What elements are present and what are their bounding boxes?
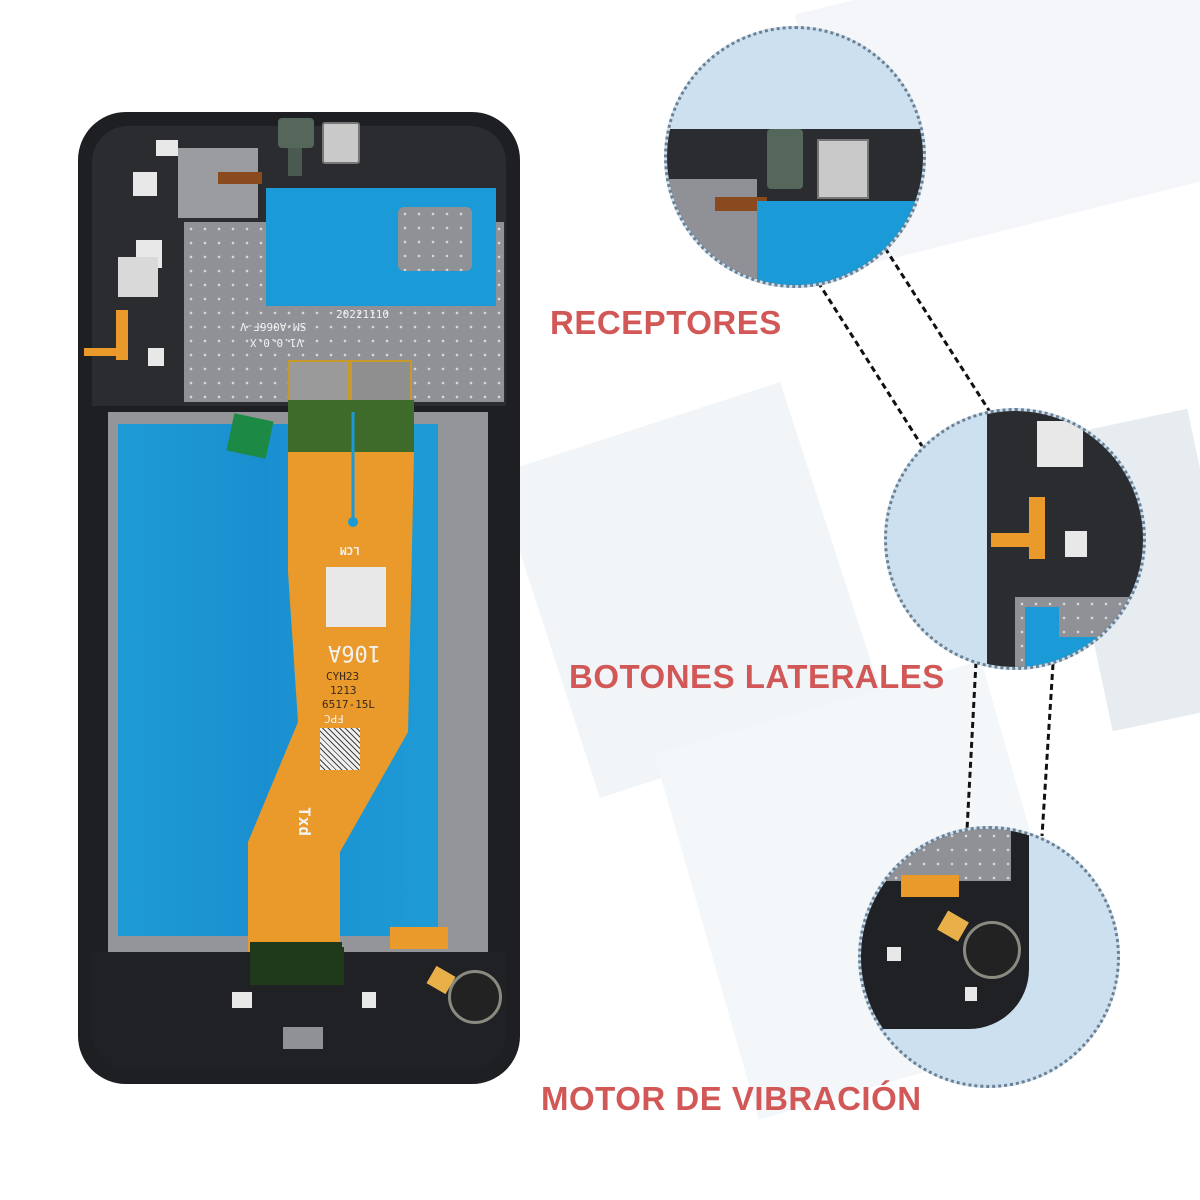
board-connector [390, 927, 448, 949]
flex-code: CYH23 [326, 670, 360, 683]
qr-code [320, 728, 360, 770]
sim-pad [118, 257, 158, 297]
sensor-pad [362, 992, 376, 1008]
side-key-flex [84, 348, 118, 356]
zoom-circle-motor [858, 826, 1120, 1088]
lcd-flex-connector [288, 360, 350, 404]
flex-code: 1213 [330, 684, 357, 697]
connector-line [816, 281, 924, 447]
sensor-pad [887, 947, 901, 961]
date-code: 20221110 [336, 308, 389, 321]
vibration-motor [963, 921, 1021, 979]
earpiece-flex [715, 197, 767, 211]
usb-bracket [283, 1027, 323, 1049]
sensor-pad [148, 348, 164, 366]
earpiece-speaker [817, 139, 869, 199]
sensor-pad [1065, 531, 1087, 557]
sensor-pad [965, 987, 977, 1001]
shield [861, 829, 1011, 881]
proximity-sensor [278, 118, 314, 148]
side-key-flex [116, 310, 128, 360]
label-receptores: RECEPTORES [550, 304, 782, 341]
shield [667, 179, 757, 285]
zoom-circle-botones [884, 408, 1146, 670]
flex-label-pad [326, 567, 386, 627]
earpiece-flex [218, 172, 262, 184]
connector-line [965, 661, 978, 831]
sensor-pad [156, 140, 178, 156]
connector-line [1040, 663, 1055, 837]
blue-protective-film [757, 201, 923, 285]
label-motor-de-vibracion: MOTOR DE VIBRACIÓN [541, 1080, 922, 1117]
proximity-sensor [767, 129, 803, 189]
label-botones-laterales: BOTONES LATERALES [569, 658, 945, 695]
proximity-flex [288, 148, 302, 176]
lcd-flex-bottom [250, 947, 344, 985]
sensor-pad [133, 172, 157, 196]
shield-window [398, 207, 472, 271]
phone-lcd-assembly: 20221110 SM-A066F-V V1.0.0.X LCM 106A CY… [78, 112, 520, 1084]
sensor-pad [232, 992, 252, 1008]
side-key-flex [1029, 497, 1045, 559]
lcd-flex-green [288, 400, 414, 460]
earpiece-speaker [322, 122, 360, 164]
board-connector [901, 875, 959, 897]
zoom-circle-receptores [664, 26, 926, 288]
flex-code: 6517-15L [322, 698, 375, 711]
blue-protective-film [1025, 637, 1143, 667]
vibration-motor [448, 970, 502, 1024]
sim-pad [1037, 421, 1083, 467]
side-key-flex [991, 533, 1031, 547]
